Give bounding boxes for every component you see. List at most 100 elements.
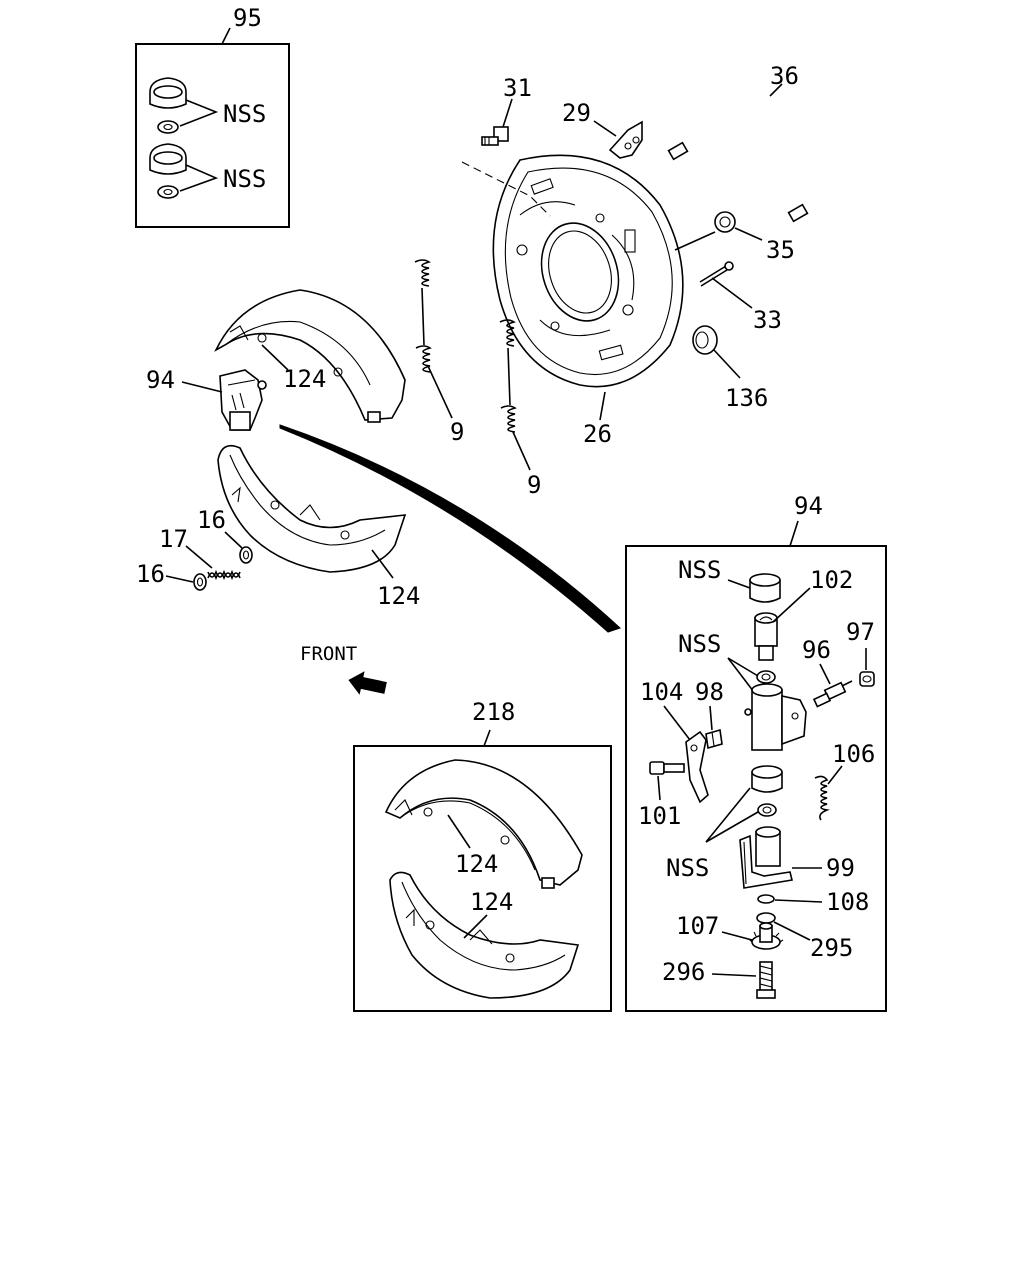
wheel-cylinder-cup-part[interactable] [149, 77, 187, 134]
return-spring-part-9[interactable] [414, 259, 432, 373]
nss-d-leader-a [727, 657, 759, 677]
plug-part-136[interactable] [692, 325, 718, 355]
p17-leader [185, 545, 213, 569]
kit-95-label[interactable]: 95 [233, 4, 262, 32]
kit-95-group: 95 NSS NSS [135, 4, 290, 228]
p94a-leader [181, 381, 223, 393]
p33-label[interactable]: 33 [753, 306, 782, 334]
p9b-label[interactable]: 9 [527, 471, 541, 499]
nss-c-label[interactable]: NSS [678, 556, 721, 584]
kit-94-box [625, 545, 887, 1012]
p26-leader [599, 391, 606, 421]
p102-label[interactable]: 102 [810, 566, 853, 594]
star-wheel-part-107[interactable] [748, 922, 784, 950]
brake-pipe-part-36[interactable] [667, 95, 828, 223]
p94a-label[interactable]: 94 [146, 366, 175, 394]
p136-leader [713, 349, 741, 379]
wheel-cylinder-cup-part[interactable] [149, 143, 187, 199]
p124b-label[interactable]: 124 [377, 582, 420, 610]
piston-part-102[interactable] [754, 612, 778, 661]
p29-leader [593, 120, 617, 137]
brake-shoe-part-124[interactable] [389, 871, 580, 999]
p295-label[interactable]: 295 [810, 934, 853, 962]
p124d-label[interactable]: 124 [470, 888, 513, 916]
return-spring-part-9[interactable] [499, 319, 517, 433]
p31-label[interactable]: 31 [503, 74, 532, 102]
p9b-leader [512, 431, 531, 471]
spring-part-106[interactable] [814, 775, 830, 821]
seal-ring-part-nss[interactable] [756, 670, 776, 684]
p296-leader [711, 973, 757, 977]
kit-218-label[interactable]: 218 [472, 698, 515, 726]
adjuster-body-part-99[interactable] [739, 826, 793, 889]
snap-ring-part-295[interactable] [756, 912, 776, 924]
o-ring-part-108[interactable] [757, 894, 775, 904]
nss-b-leader [179, 164, 219, 192]
p124d-leader [463, 914, 488, 939]
bolt-part-31[interactable] [481, 126, 509, 146]
p26-label[interactable]: 26 [583, 420, 612, 448]
p98-label[interactable]: 98 [695, 678, 724, 706]
p296-label[interactable]: 296 [662, 958, 705, 986]
p29-label[interactable]: 29 [562, 99, 591, 127]
cup-part-nss[interactable] [751, 765, 783, 793]
p108-label[interactable]: 108 [826, 888, 869, 916]
p96-label[interactable]: 96 [802, 636, 831, 664]
p124a-label[interactable]: 124 [283, 365, 326, 393]
nss-a-label[interactable]: NSS [223, 100, 266, 128]
brake-shoe-part-124[interactable] [384, 759, 583, 889]
adjuster-screw-part-296[interactable] [756, 961, 776, 999]
washer-part-16[interactable] [193, 573, 207, 591]
p17-label[interactable]: 17 [159, 525, 188, 553]
brake-shoe-part-124[interactable] [217, 444, 407, 573]
nss-d-label[interactable]: NSS [678, 630, 721, 658]
kit-94-label[interactable]: 94 [794, 492, 823, 520]
p97-label[interactable]: 97 [846, 618, 875, 646]
washer-part-16[interactable] [239, 546, 253, 564]
p106-label[interactable]: 106 [832, 740, 875, 768]
bracket-part-29[interactable] [608, 120, 643, 159]
p31-leader [502, 98, 513, 128]
p9a-label[interactable]: 9 [450, 418, 464, 446]
p104-leader [663, 705, 691, 741]
bleeder-cap-part-97[interactable] [859, 671, 875, 687]
p104-label[interactable]: 104 [640, 678, 683, 706]
front-label[interactable]: FRONT [300, 643, 357, 665]
p101-label[interactable]: 101 [638, 802, 681, 830]
seal-ring-part-nss[interactable] [757, 803, 777, 817]
kit-218-box [353, 745, 612, 1012]
p9a-leader [427, 365, 453, 419]
p35-label[interactable]: 35 [766, 236, 795, 264]
kit-95-box [135, 43, 290, 228]
p35-leader [734, 227, 763, 241]
p33-leader [711, 277, 753, 309]
p124c-label[interactable]: 124 [455, 850, 498, 878]
p99-label[interactable]: 99 [826, 854, 855, 882]
spring-part-17[interactable] [207, 569, 241, 581]
wheel-cylinder-part-94[interactable] [219, 369, 267, 431]
p16a-label[interactable]: 16 [197, 506, 226, 534]
p107-label[interactable]: 107 [676, 912, 719, 940]
p36-label[interactable]: 36 [770, 62, 799, 90]
cup-part-nss[interactable] [749, 573, 781, 603]
grommet-part-35[interactable] [714, 211, 736, 233]
kit-218-leader [483, 729, 491, 747]
p101-leader [657, 775, 661, 801]
backing-plate-part-26[interactable] [492, 154, 684, 388]
brake-shoe-part-124[interactable] [214, 289, 406, 423]
p16b-label[interactable]: 16 [136, 560, 165, 588]
adjuster-lever-part-104[interactable] [685, 730, 709, 804]
detail-pointer-arrow [279, 424, 621, 633]
front-arrow-icon [348, 671, 387, 695]
p96-leader [819, 663, 831, 685]
nss-e-label[interactable]: NSS [666, 854, 709, 882]
bleeder-screw-part-96[interactable] [812, 680, 853, 708]
bolt-part-101[interactable] [649, 761, 685, 775]
clip-part-98[interactable] [705, 728, 723, 750]
nss-b-label[interactable]: NSS [223, 165, 266, 193]
p136-label[interactable]: 136 [725, 384, 768, 412]
p108-leader [774, 899, 823, 903]
pin-part-33[interactable] [699, 261, 734, 287]
cylinder-body-part[interactable] [744, 683, 807, 751]
